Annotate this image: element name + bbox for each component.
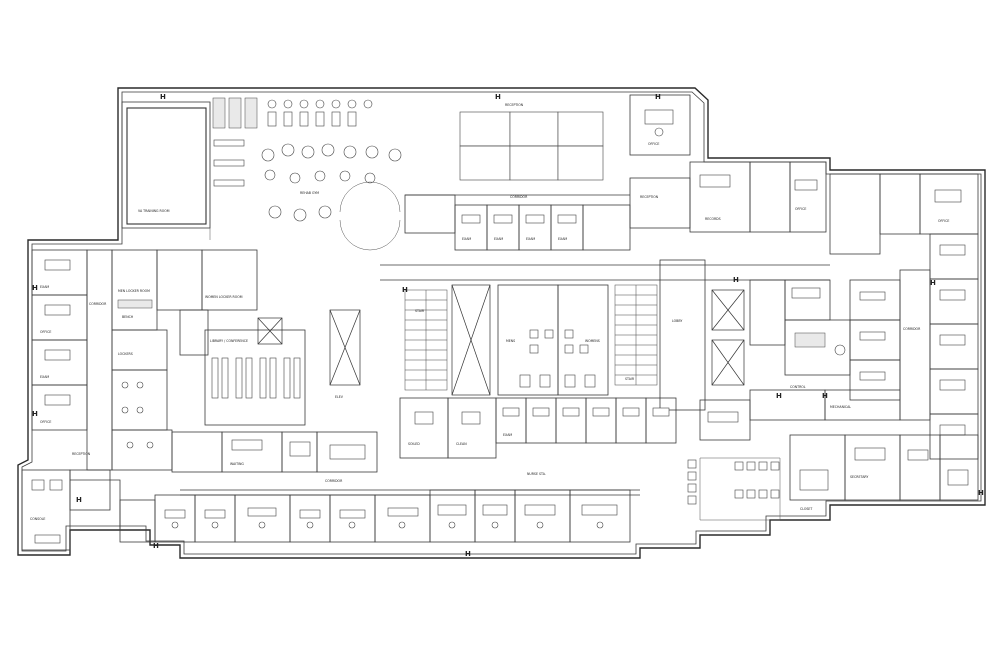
reception-right-label: RECEPTION	[640, 195, 659, 199]
h-marker: H	[465, 550, 471, 558]
corridor-top-label: CORRIDOR	[510, 195, 528, 199]
top-right-offices: OFFICE RECEPTION RECORDS OFFICE OFFICE	[629, 94, 979, 255]
office-5-label: OFFICE	[40, 420, 51, 424]
h-marker: H	[655, 93, 661, 101]
central-core: ELEV STAIR MENS WOMENS	[329, 259, 830, 411]
h-marker: H	[822, 392, 828, 400]
nurse-label: NURSE STA.	[527, 472, 546, 476]
h-marker: H	[978, 489, 984, 497]
h-markers: H H H H H H H H H H H H H H	[32, 93, 984, 558]
library-label: LIBRARY / CONFERENCE	[210, 339, 248, 343]
womens-label: WOMENS	[585, 339, 600, 343]
elevator-label: ELEV	[335, 395, 344, 399]
clean-label: CLEAN	[456, 442, 467, 446]
gym-label: REHAB GYM	[300, 191, 319, 195]
soiled-label: SOILED	[408, 442, 420, 446]
corridor-left-label: CORRIDOR	[89, 302, 107, 306]
console-label: CONSOLE	[30, 517, 45, 521]
right-wing: CONTROL CORRIDOR MECHANICAL S	[687, 233, 979, 521]
stair-left-label: STAIR	[415, 309, 425, 313]
training-room: VA TRAINING ROOM	[121, 101, 211, 240]
lockers-label: LOCKERS	[118, 352, 133, 356]
exam-7-label: EXAM	[503, 433, 512, 437]
left-wing: EXAM OFFICE EXAM OFFICE CORRIDOR MEN LOC…	[31, 249, 258, 471]
stair-right-label: STAIR	[625, 377, 635, 381]
exam-3-label: EXAM	[526, 237, 535, 241]
exam-5-label: EXAM	[40, 285, 49, 289]
reception-left-label: RECEPTION	[72, 452, 91, 456]
exam-row-lower: EXAM CLEAN SOILED NURSE STA.	[399, 397, 751, 476]
h-marker: H	[76, 496, 82, 504]
h-marker: H	[495, 93, 501, 101]
exam-6-label: EXAM	[40, 375, 49, 379]
control-label: CONTROL	[790, 385, 806, 389]
locker-men-label: MEN LOCKER ROOM	[118, 289, 150, 293]
office-1-label: OFFICE	[648, 142, 659, 146]
records-label: RECORDS	[705, 217, 721, 221]
h-marker: H	[153, 542, 159, 550]
office-2-label: OFFICE	[795, 207, 806, 211]
waiting-label: WAITING	[230, 462, 244, 466]
corridor-top: CORRIDOR EXAM EXAM EXAM EXAM	[405, 194, 631, 251]
mechanical-label: MECHANICAL	[830, 405, 851, 409]
gym-area: REHAB GYM	[212, 97, 456, 251]
library-conference: LIBRARY / CONFERENCE	[179, 309, 306, 426]
mens-label: MENS	[506, 339, 515, 343]
h-marker: H	[930, 279, 936, 287]
training-room-label: VA TRAINING ROOM	[138, 209, 170, 213]
corridor-right-label: CORRIDOR	[903, 327, 921, 331]
locker-women-label: WOMEN LOCKER ROOM	[205, 295, 243, 299]
workstation-cluster: RECEPTION	[459, 103, 604, 181]
reception-center-label: RECEPTION	[505, 103, 524, 107]
h-marker: H	[776, 392, 782, 400]
closet-label: CLOSET	[800, 507, 812, 511]
exam-1-label: EXAM	[462, 237, 471, 241]
h-marker: H	[32, 284, 38, 292]
h-marker: H	[733, 276, 739, 284]
exam-4-label: EXAM	[558, 237, 567, 241]
h-marker: H	[32, 410, 38, 418]
secretary-label: SECRETARY	[850, 475, 868, 479]
bottom-office-row	[119, 489, 631, 543]
lobby-label: LOBBY	[672, 319, 682, 323]
lower-left-rooms: WAITING CORRIDOR CONSOLE RECEPTION	[21, 431, 378, 551]
h-marker: H	[160, 93, 166, 101]
h-marker: H	[402, 286, 408, 294]
office-3-label: OFFICE	[938, 219, 949, 223]
exam-2-label: EXAM	[494, 237, 503, 241]
corridor-bottom-label: CORRIDOR	[325, 479, 343, 483]
bench-label: BENCH	[122, 315, 134, 319]
office-4-label: OFFICE	[40, 330, 51, 334]
